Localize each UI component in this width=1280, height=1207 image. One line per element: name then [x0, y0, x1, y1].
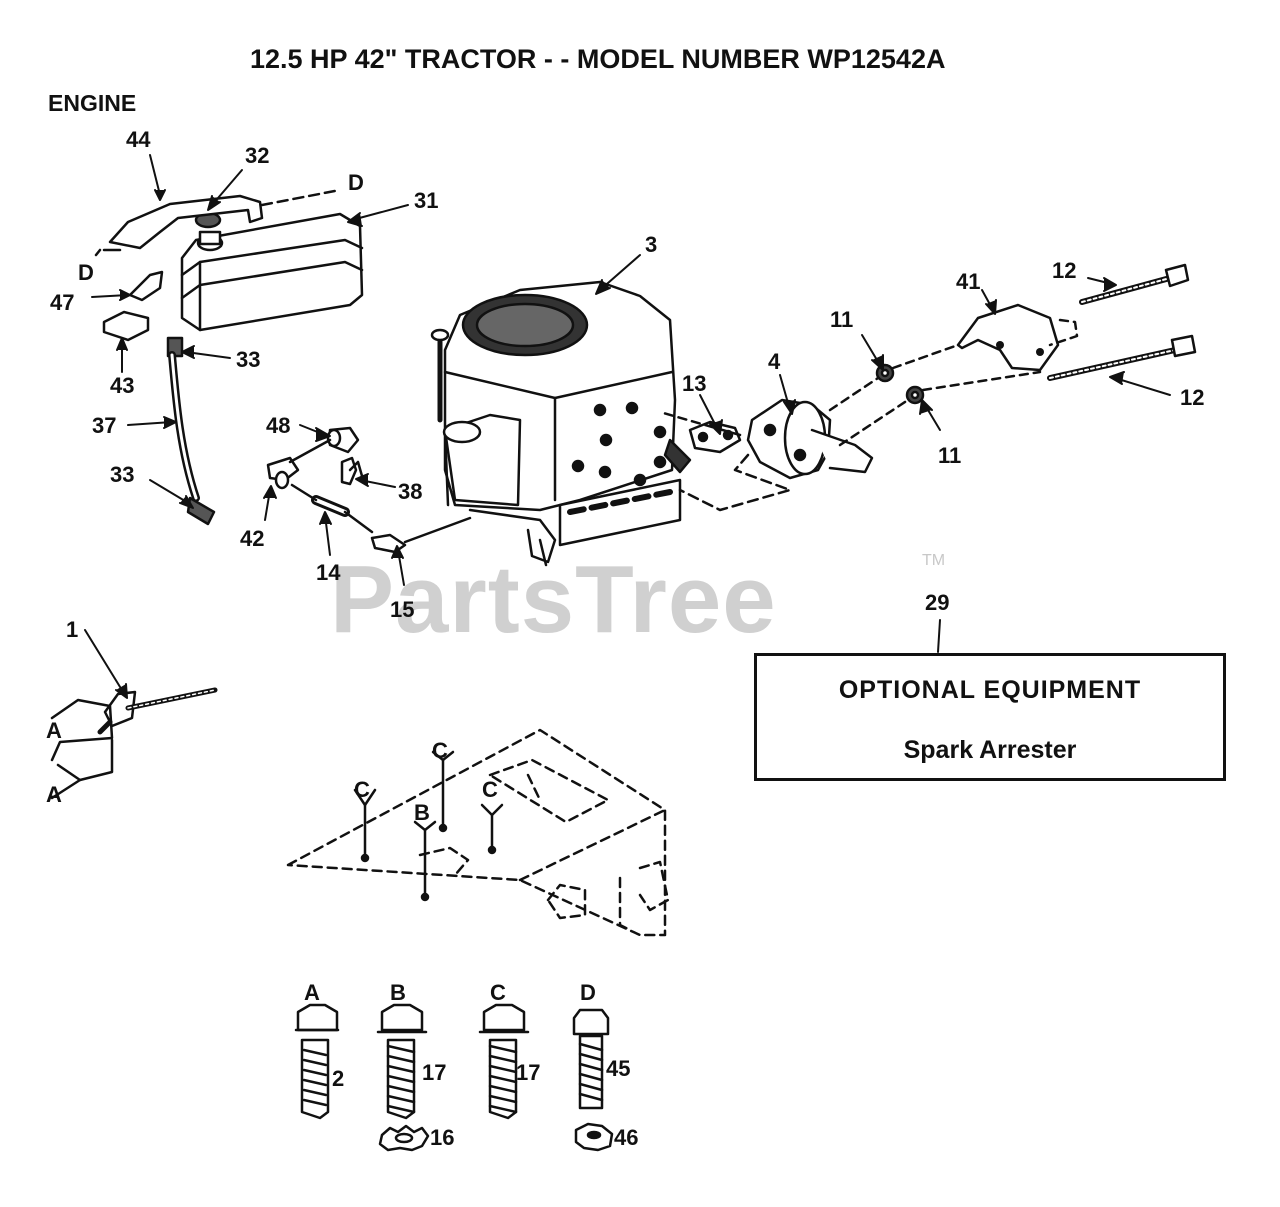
- callout-d-top: D: [348, 170, 364, 195]
- callout-41[interactable]: 41: [956, 269, 981, 294]
- callout-c-2: C: [354, 777, 370, 802]
- callout-48[interactable]: 48: [266, 413, 291, 438]
- callout-3[interactable]: 3: [645, 232, 658, 257]
- bolt-b: [376, 1003, 430, 1152]
- muffler: [658, 398, 874, 512]
- callout-c-3: C: [482, 777, 498, 802]
- engine-body: [430, 280, 692, 567]
- fuel-fittings: [266, 426, 472, 554]
- callout-4[interactable]: 4: [768, 349, 781, 374]
- hardware-part-46[interactable]: 46: [614, 1125, 639, 1150]
- hardware-part-16[interactable]: 16: [430, 1125, 455, 1150]
- hardware-letter-a: A: [304, 980, 320, 1005]
- throttle-bracket: [50, 687, 218, 800]
- section-label: ENGINE: [48, 90, 137, 116]
- callout-b-1: B: [414, 800, 430, 825]
- callout-32[interactable]: 32: [245, 143, 270, 168]
- optional-equipment-heading: OPTIONAL EQUIPMENT: [838, 676, 1142, 704]
- callout-11-bottom[interactable]: 11: [938, 443, 962, 468]
- clamp-part: [128, 270, 164, 302]
- callout-11-top[interactable]: 11: [830, 307, 854, 332]
- callout-13[interactable]: 13: [682, 371, 707, 396]
- callout-43[interactable]: 43: [110, 373, 135, 398]
- muffler-bolts: [1047, 263, 1197, 381]
- tank-bracket: [94, 188, 342, 257]
- pad-part: [102, 310, 150, 342]
- fuel-tank: [180, 211, 364, 332]
- bolt-c: [478, 1003, 530, 1120]
- trademark-mark: TM: [922, 552, 946, 569]
- diagram-title: 12.5 HP 42" TRACTOR - - MODEL NUMBER WP1…: [250, 44, 946, 74]
- spark-arrester-label[interactable]: Spark Arrester: [903, 736, 1077, 764]
- hardware-letter-d: D: [580, 980, 596, 1005]
- callout-arrows: [84, 154, 1171, 699]
- callout-42[interactable]: 42: [240, 526, 265, 551]
- callout-d-left: D: [78, 260, 94, 285]
- callout-33-bottom[interactable]: 33: [110, 462, 135, 487]
- frame-bolt-lines: [353, 750, 504, 902]
- optional-equipment-box: OPTIONAL EQUIPMENT Spark Arrester: [754, 653, 1226, 781]
- heat-shield: [956, 303, 1060, 372]
- hardware-part-45[interactable]: 45: [606, 1056, 631, 1081]
- callout-47[interactable]: 47: [50, 290, 75, 315]
- callout-a-upper: A: [46, 718, 62, 743]
- callout-44[interactable]: 44: [126, 127, 151, 152]
- callout-12-bottom[interactable]: 12: [1180, 385, 1205, 410]
- callout-14[interactable]: 14: [316, 560, 341, 585]
- hardware-part-17-c[interactable]: 17: [516, 1060, 541, 1085]
- bolt-d: [572, 1008, 614, 1152]
- bolt-a: [294, 1003, 340, 1120]
- callout-37[interactable]: 37: [92, 413, 117, 438]
- callout-15[interactable]: 15: [390, 597, 415, 622]
- hardware-part-2[interactable]: 2: [332, 1066, 345, 1091]
- callout-a-lower: A: [46, 782, 62, 807]
- watermark: PartsTree: [330, 546, 777, 653]
- hardware-part-17-b[interactable]: 17: [422, 1060, 447, 1085]
- callout-38[interactable]: 38: [398, 479, 423, 504]
- callout-29[interactable]: 29: [925, 590, 950, 615]
- callout-33-top[interactable]: 33: [236, 347, 261, 372]
- hardware-letter-c: C: [490, 980, 506, 1005]
- hardware-letter-b: B: [390, 980, 406, 1005]
- tractor-frame: [286, 728, 670, 937]
- callout-c-1: C: [432, 738, 448, 763]
- callout-31[interactable]: 31: [414, 188, 439, 213]
- callout-12-top[interactable]: 12: [1052, 258, 1077, 283]
- callout-1[interactable]: 1: [66, 617, 79, 642]
- washers: [828, 343, 1042, 447]
